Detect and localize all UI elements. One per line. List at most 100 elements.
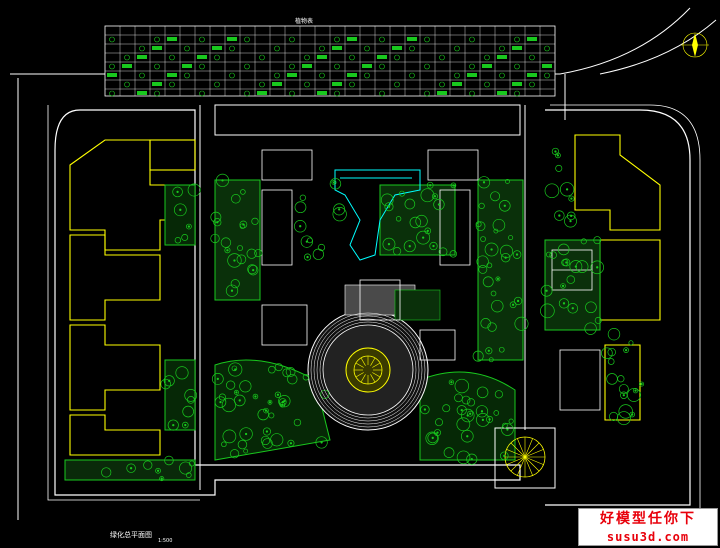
plaza-steps <box>310 312 426 428</box>
tree-icon <box>487 322 497 332</box>
tree-icon <box>186 223 192 230</box>
legend-swatch <box>332 82 342 86</box>
tree-icon <box>470 458 473 461</box>
tree-icon <box>480 410 484 413</box>
tree-icon <box>472 350 484 362</box>
tree-icon <box>540 303 555 319</box>
legend-symbol <box>169 81 175 88</box>
tree-icon <box>242 223 245 226</box>
tree-icon <box>315 436 328 449</box>
legend-swatch <box>347 73 357 77</box>
tree-icon <box>395 216 402 222</box>
tree-icon <box>634 389 637 392</box>
legend-symbol <box>394 54 400 61</box>
tree-icon <box>213 218 222 227</box>
tree-icon <box>477 176 491 189</box>
tree-icon <box>562 302 566 305</box>
tree-icon <box>493 410 500 416</box>
tree-icon <box>561 284 565 288</box>
legend-symbol <box>109 90 115 97</box>
legend-swatch <box>512 82 522 86</box>
tree-icon <box>498 346 505 353</box>
legend-swatch <box>512 46 522 50</box>
tree-icon <box>554 150 557 153</box>
legend-symbol <box>424 90 430 97</box>
legend-symbol <box>274 72 280 79</box>
tree-icon <box>501 423 514 436</box>
tree-icon <box>243 448 249 454</box>
tree-icon <box>627 388 641 402</box>
legend-symbol <box>409 72 415 79</box>
legend-swatch <box>392 46 402 50</box>
tree-icon <box>499 244 514 258</box>
sports-court <box>551 249 601 411</box>
tree-icon <box>302 374 310 381</box>
tree-icon <box>227 253 242 268</box>
tree-icon <box>293 418 302 427</box>
tree-icon <box>545 289 548 292</box>
legend-symbol <box>139 72 145 79</box>
tree-icon <box>555 152 561 159</box>
tree-icon <box>480 318 491 329</box>
tree-icon <box>567 303 579 314</box>
tree-icon <box>436 431 439 434</box>
tree-icon <box>268 401 272 404</box>
tree-icon <box>380 193 394 207</box>
tree-icon <box>429 184 432 187</box>
tree-icon <box>512 250 522 259</box>
tree-icon <box>456 417 471 432</box>
tree-icon <box>230 279 240 289</box>
tree-icon <box>270 433 284 447</box>
legend-symbol <box>484 81 490 88</box>
tree-icon <box>431 193 438 200</box>
tree-icon <box>239 427 253 441</box>
legend-swatch <box>542 64 552 68</box>
tree-icon <box>262 438 273 449</box>
tree-icon <box>160 378 171 390</box>
legend-symbol <box>544 45 550 52</box>
tree-icon <box>240 189 246 195</box>
tree-icon <box>607 328 621 341</box>
tree-icon <box>184 423 187 427</box>
tree-icon <box>185 472 192 478</box>
legend-symbol <box>379 90 385 97</box>
tree-icon <box>496 277 500 281</box>
inner-buildings <box>261 149 479 361</box>
tree-icon <box>487 349 490 352</box>
tree-icon <box>332 207 347 222</box>
legend-symbol <box>259 81 265 88</box>
tree-icon <box>179 208 182 211</box>
tree-icon <box>276 393 280 396</box>
legend-swatch <box>332 46 342 50</box>
tree-icon <box>257 408 269 421</box>
tree-icon <box>454 378 470 394</box>
legend-swatch <box>317 55 327 59</box>
legend-swatch <box>212 46 222 50</box>
legend-symbol <box>499 72 505 79</box>
tree-icon <box>467 410 474 417</box>
legend-symbol <box>469 90 475 97</box>
legend-symbol <box>214 81 220 88</box>
tree-icon <box>501 253 511 263</box>
tree-icon <box>606 373 618 385</box>
tree-icon <box>546 251 552 258</box>
tree-icon <box>433 198 445 211</box>
tree-icon <box>215 173 230 187</box>
legend-symbol <box>199 90 205 97</box>
tree-icon <box>179 461 193 475</box>
tree-icon <box>143 460 153 470</box>
watermark-logo: 好模型任你下 susu3d.com <box>578 508 718 546</box>
legend-swatch <box>167 73 177 77</box>
legend-swatch <box>407 37 417 41</box>
tree-icon <box>210 211 222 223</box>
tree-icon <box>427 432 439 444</box>
legend-symbol <box>379 36 385 43</box>
tree-icon <box>503 204 506 207</box>
legend-swatch <box>497 55 507 59</box>
north-arrow <box>681 32 709 58</box>
legend-symbol <box>514 36 520 43</box>
tree-icon <box>387 205 391 208</box>
tree-icon <box>231 194 241 204</box>
legend-symbol <box>439 81 445 88</box>
tree-icon <box>549 251 557 259</box>
